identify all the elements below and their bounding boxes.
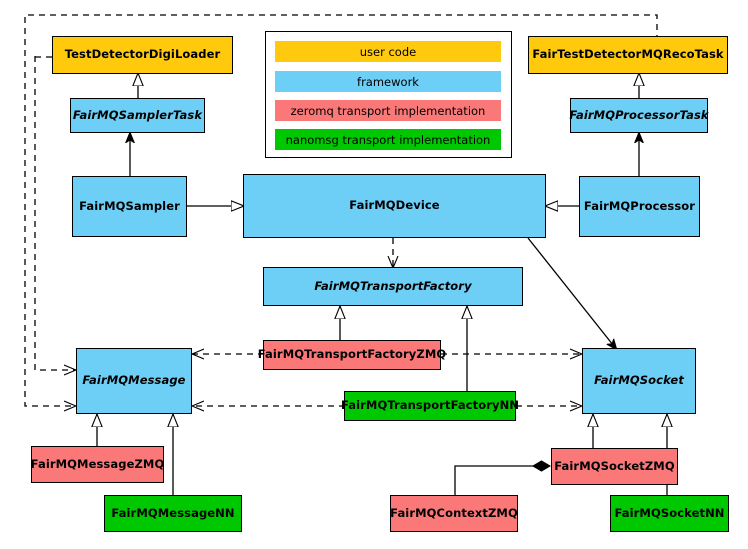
class-box-fairmqdevice[interactable]: FairMQDevice	[243, 174, 546, 238]
class-box-fairmqsocketnn[interactable]: FairMQSocketNN	[610, 495, 729, 532]
class-box-fairmqsocket[interactable]: FairMQSocket	[582, 348, 696, 414]
class-label-fairtestdetectormqrecotask: FairTestDetectorMQRecoTask	[532, 47, 724, 62]
edge-device-socket	[527, 237, 617, 350]
class-box-fairmqtransportfactoryzmq[interactable]: FairMQTransportFactoryZMQ	[258, 340, 446, 370]
legend-panel: user code framework zeromq transport imp…	[265, 31, 512, 158]
class-box-fairmqmessage[interactable]: FairMQMessage	[76, 348, 192, 414]
class-label-fairmqsampler: FairMQSampler	[79, 198, 180, 213]
class-label-fairmqtransportfactory: FairMQTransportFactory	[314, 278, 472, 293]
class-label-fairmqmessage: FairMQMessage	[82, 373, 186, 388]
class-box-fairmqprocessortask[interactable]: FairMQProcessorTask	[569, 98, 709, 133]
class-box-fairmqsocketzmq[interactable]: FairMQSocketZMQ	[551, 448, 678, 485]
class-label-fairmqprocessortask: FairMQProcessorTask	[569, 107, 709, 122]
legend-label-framework: framework	[357, 74, 419, 89]
class-box-fairmqtransportfactorynn[interactable]: FairMQTransportFactoryNN	[340, 391, 520, 421]
class-label-fairmqmessagenn: FairMQMessageNN	[111, 505, 235, 520]
class-label-fairmqsocketzmq: FairMQSocketZMQ	[554, 458, 675, 473]
class-box-fairmqsampler[interactable]: FairMQSampler	[72, 176, 187, 237]
class-box-fairmqprocessor[interactable]: FairMQProcessor	[579, 176, 700, 237]
legend-item-zeromq: zeromq transport implementation	[275, 100, 501, 121]
legend-label-user-code: user code	[359, 44, 417, 59]
edge-socketzmq-contextzmq	[454, 466, 550, 496]
legend-label-zeromq: zeromq transport implementation	[290, 103, 486, 118]
legend-item-nanomsg: nanomsg transport implementation	[275, 129, 501, 150]
class-box-fairmqtransportfactory[interactable]: FairMQTransportFactory	[263, 267, 523, 306]
class-label-fairmqprocessor: FairMQProcessor	[583, 198, 696, 213]
legend-item-user-code: user code	[275, 41, 501, 62]
class-label-fairmqdevice: FairMQDevice	[349, 198, 440, 213]
legend-item-framework: framework	[275, 71, 501, 92]
legend-label-nanomsg: nanomsg transport implementation	[285, 132, 491, 147]
class-box-fairmqmessagezmq[interactable]: FairMQMessageZMQ	[31, 446, 164, 483]
class-box-fairtestdetectormqrecotask[interactable]: FairTestDetectorMQRecoTask	[528, 36, 728, 74]
class-label-fairmqtransportfactoryzmq: FairMQTransportFactoryZMQ	[257, 347, 447, 362]
class-box-fairmqcontextzmq[interactable]: FairMQContextZMQ	[390, 495, 518, 532]
class-box-testdetectordigiloader[interactable]: TestDetectorDigiLoader	[52, 36, 233, 74]
class-label-fairmqsocket: FairMQSocket	[594, 373, 684, 388]
class-label-fairmqsamplertask: FairMQSamplerTask	[72, 107, 203, 122]
class-label-fairmqtransportfactorynn: FairMQTransportFactoryNN	[340, 398, 520, 413]
edge-digiloader-message	[34, 54, 76, 370]
class-label-fairmqmessagezmq: FairMQMessageZMQ	[30, 456, 165, 471]
class-label-fairmqcontextzmq: FairMQContextZMQ	[390, 505, 518, 520]
class-label-testdetectordigiloader: TestDetectorDigiLoader	[64, 47, 221, 62]
class-label-fairmqsocketnn: FairMQSocketNN	[614, 505, 725, 520]
class-box-fairmqsamplertask[interactable]: FairMQSamplerTask	[70, 98, 205, 133]
class-box-fairmqmessagenn[interactable]: FairMQMessageNN	[104, 495, 242, 532]
